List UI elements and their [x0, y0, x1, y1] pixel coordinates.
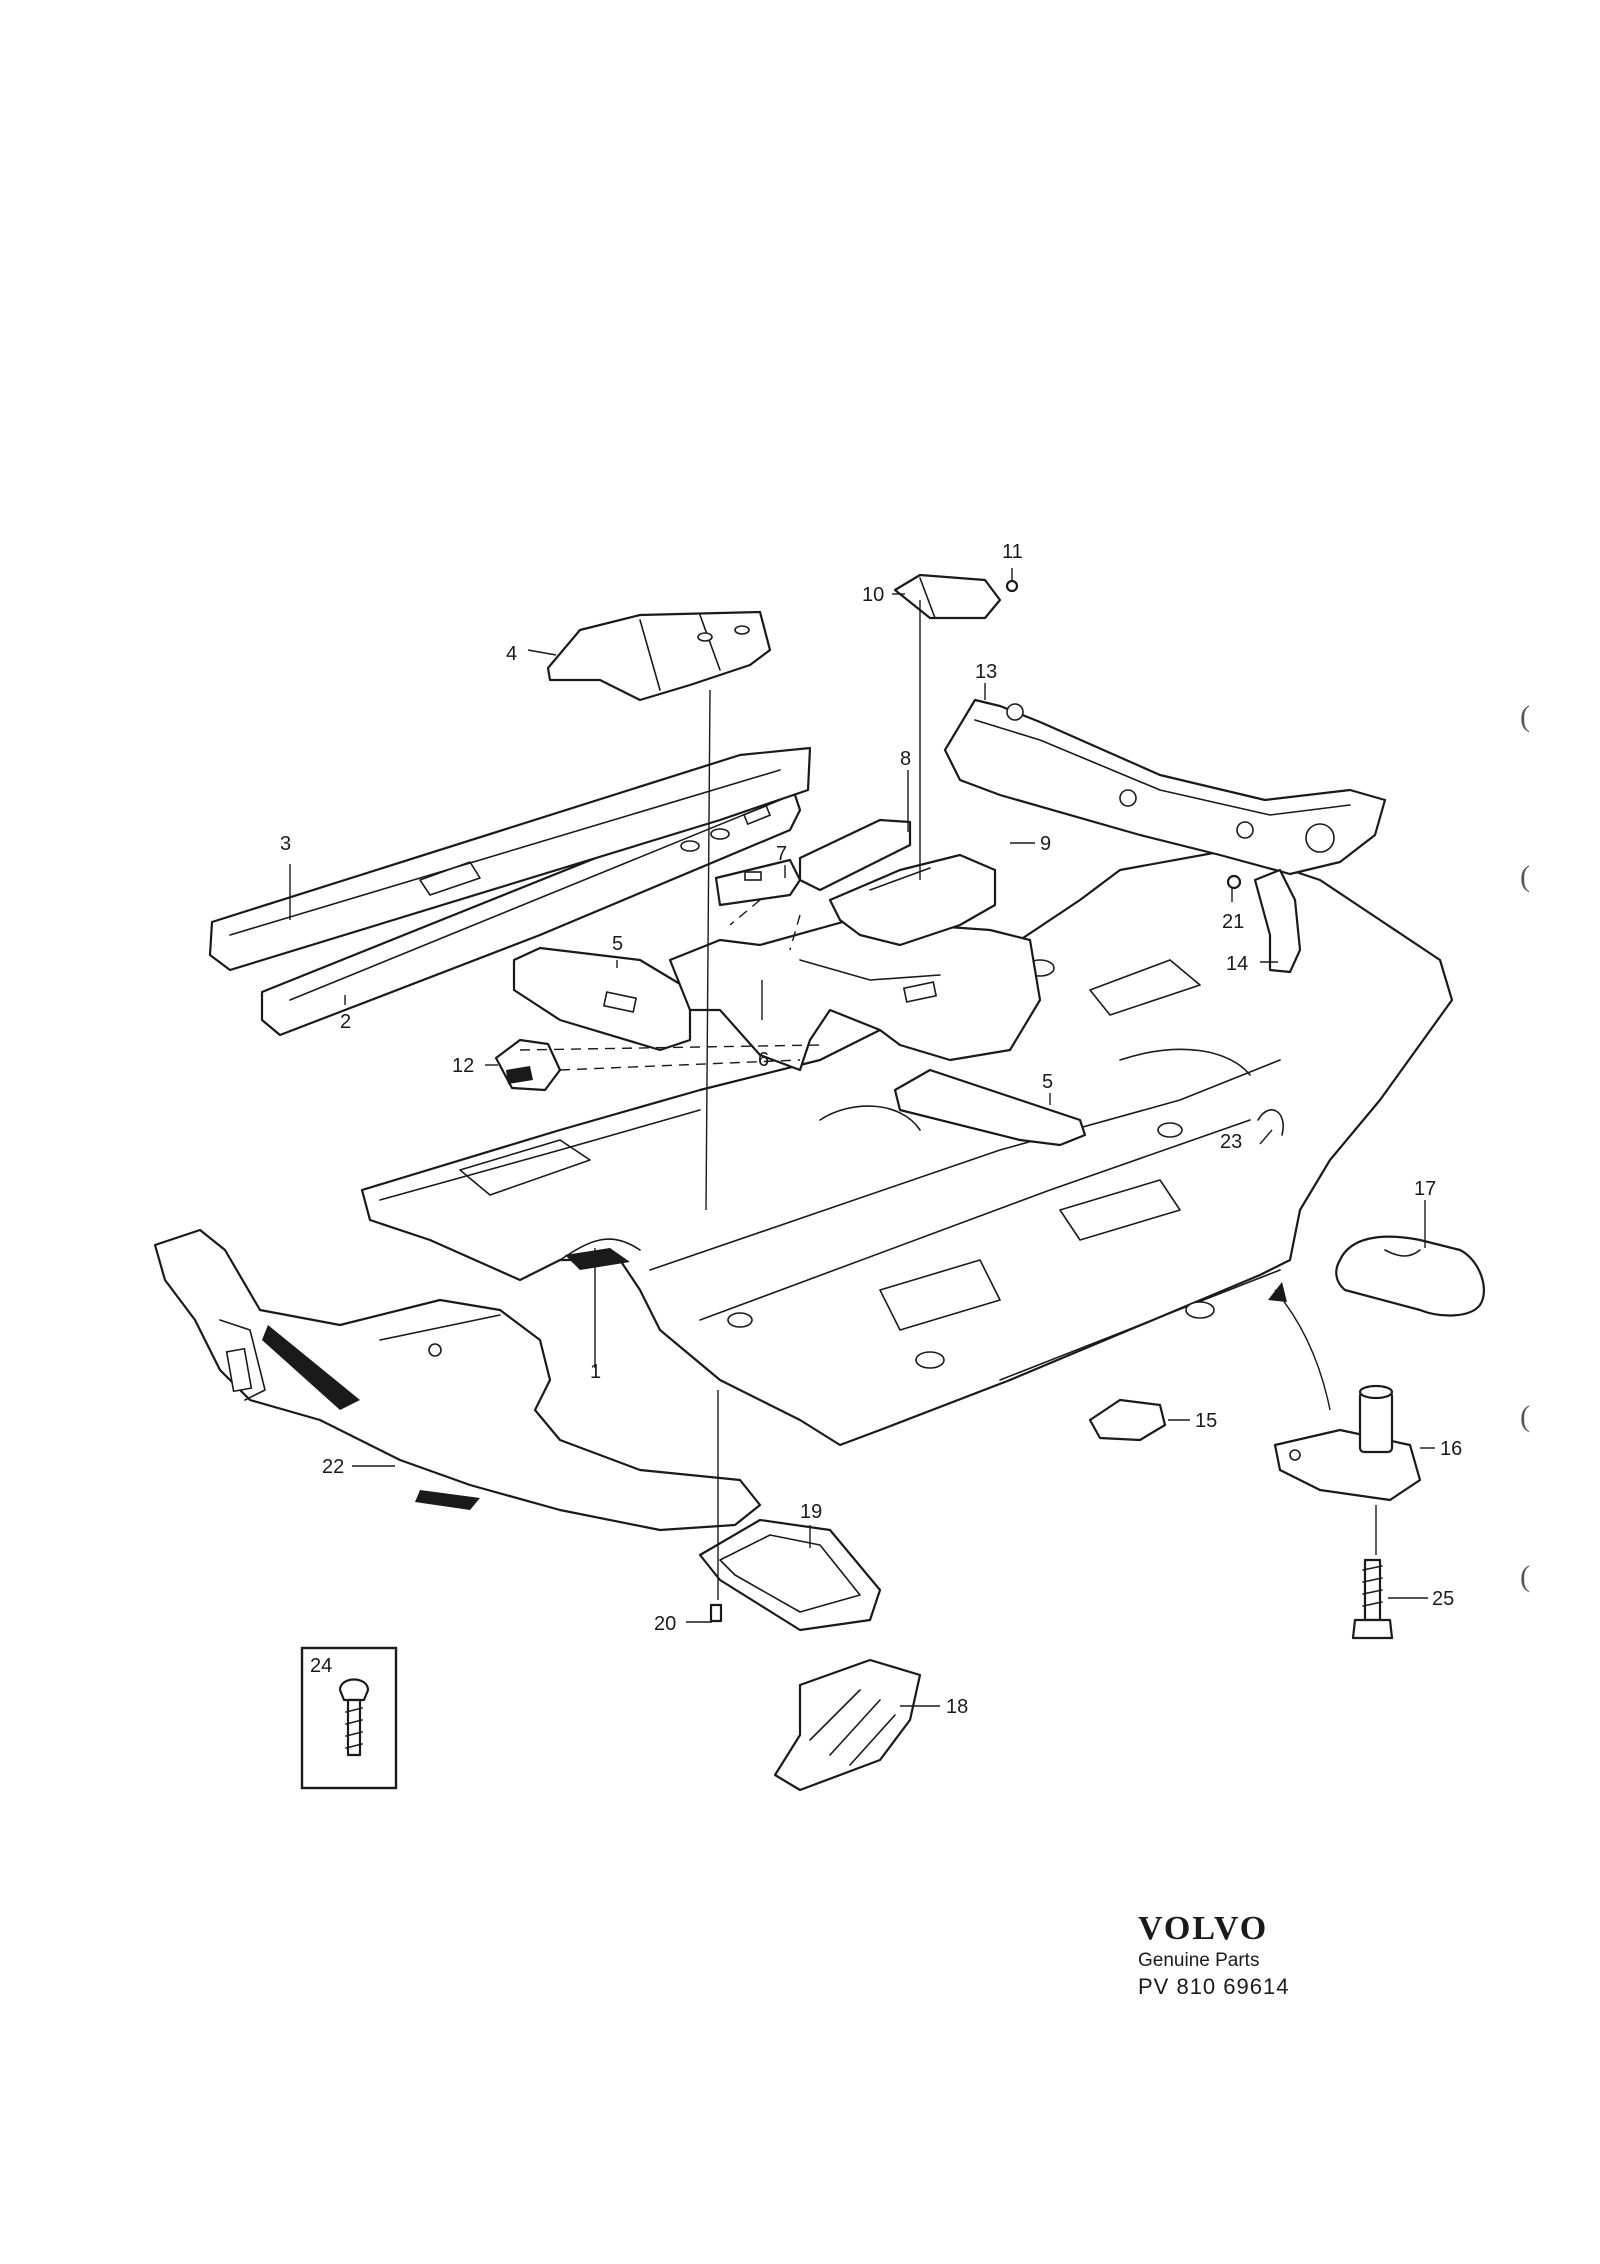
callout-18: 18: [946, 1696, 968, 1718]
brand-subtitle: Genuine Parts: [1138, 1950, 1260, 1971]
callout-25: 25: [1432, 1588, 1454, 1610]
part-tunnel-crossmember[interactable]: [668, 918, 1042, 1072]
margin-mark: (: [1520, 860, 1530, 893]
part-tunnel-bracket[interactable]: [546, 610, 772, 702]
callout-15: 15: [1195, 1410, 1217, 1432]
part-bracket-14[interactable]: [1253, 868, 1302, 974]
branding-block: VOLVO Genuine Parts PV 810 69614: [1138, 1912, 1338, 2000]
part-mount-16[interactable]: [1273, 1384, 1422, 1502]
part-pad-17[interactable]: [1335, 1235, 1485, 1317]
part-screw-20[interactable]: [709, 1603, 723, 1623]
part-screw-11[interactable]: [1005, 579, 1019, 593]
callout-labels: 1 2 3 4 5 5 6 7 8 9 10 11 12 13 14 15 16…: [280, 541, 1462, 1718]
callout-23: 23: [1220, 1131, 1242, 1153]
callout-10: 10: [862, 584, 884, 606]
callout-8: 8: [900, 748, 911, 770]
part-code: PV 810 69614: [1138, 1974, 1290, 1999]
part-seat-crossmember-right[interactable]: [893, 1068, 1087, 1147]
callout-17: 17: [1414, 1178, 1436, 1200]
callout-16: 16: [1440, 1438, 1462, 1460]
callout-24: 24: [310, 1655, 332, 1677]
callout-9: 9: [1040, 833, 1051, 855]
part-bracket-15[interactable]: [1088, 1398, 1167, 1442]
part-bolt-25[interactable]: [1351, 1558, 1394, 1640]
callout-20: 20: [654, 1613, 676, 1635]
part-clip-12[interactable]: [494, 1038, 562, 1092]
callout-7: 7: [776, 843, 787, 865]
callout-19: 19: [800, 1501, 822, 1523]
part-side-rail-outer[interactable]: [208, 746, 812, 972]
part-rear-crossmember[interactable]: [943, 698, 1387, 876]
part-nut-21[interactable]: [1226, 874, 1242, 890]
margin-mark: (: [1520, 1560, 1530, 1593]
callout-5-left: 5: [612, 933, 623, 955]
part-plate-19[interactable]: [698, 1518, 882, 1632]
callout-5-right: 5: [1042, 1071, 1053, 1093]
part-gearbox-support[interactable]: [798, 818, 997, 947]
callout-22: 22: [322, 1456, 344, 1478]
callout-6: 6: [758, 1049, 769, 1071]
margin-mark: (: [1520, 700, 1530, 733]
callout-4: 4: [506, 643, 517, 665]
callout-11: 11: [1002, 541, 1023, 563]
callout-3: 3: [280, 833, 291, 855]
part-front-crossmember[interactable]: [153, 1228, 762, 1532]
part-small-bracket-7[interactable]: [714, 858, 802, 907]
part-inset-24[interactable]: [300, 1646, 398, 1790]
callout-12: 12: [452, 1055, 474, 1077]
leader-lines: [289, 568, 1435, 1707]
part-seat-crossmember-left[interactable]: [512, 946, 692, 1052]
callout-2: 2: [340, 1011, 351, 1033]
part-clip-23[interactable]: [1257, 1109, 1284, 1136]
margin-mark: (: [1520, 1400, 1530, 1433]
part-plate-18[interactable]: [773, 1658, 922, 1792]
callout-21: 21: [1222, 911, 1244, 933]
part-control-unit-box[interactable]: [893, 573, 1002, 620]
volvo-logo: VOLVO: [1138, 1910, 1269, 1947]
callout-1: 1: [590, 1361, 601, 1383]
callout-13: 13: [975, 661, 997, 683]
callout-14: 14: [1226, 953, 1248, 975]
